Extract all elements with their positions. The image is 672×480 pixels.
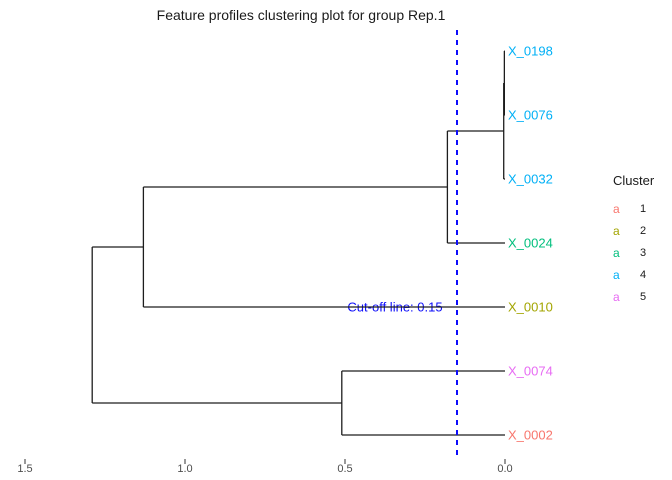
- axis-tick-label: 0.0: [497, 463, 513, 475]
- legend-title: Cluster: [613, 173, 655, 188]
- legend-item-label: 1: [640, 203, 647, 215]
- axis-tick-label: 1.5: [17, 463, 33, 475]
- legend-item-label: 4: [640, 269, 647, 281]
- leaf-label-X_0024: X_0024: [508, 235, 553, 251]
- legend-key-glyph: a: [613, 268, 620, 282]
- legend-item-label: 2: [640, 225, 647, 237]
- plot-title: Feature profiles clustering plot for gro…: [156, 7, 446, 23]
- legend-item-label: 3: [640, 247, 647, 259]
- legend-key-glyph: a: [613, 290, 620, 304]
- legend-key-glyph: a: [613, 202, 620, 216]
- leaf-label-X_0074: X_0074: [508, 363, 553, 379]
- axis-tick-label: 0.5: [337, 463, 353, 475]
- axis-tick-label: 1.0: [177, 463, 193, 475]
- legend-key-glyph: a: [613, 246, 620, 260]
- leaf-label-X_0032: X_0032: [508, 171, 553, 187]
- leaf-label-X_0002: X_0002: [508, 427, 553, 443]
- legend-item-label: 5: [640, 291, 647, 303]
- leaf-label-X_0010: X_0010: [508, 299, 553, 315]
- leaf-label-X_0076: X_0076: [508, 107, 553, 123]
- legend-key-glyph: a: [613, 224, 620, 238]
- leaf-label-X_0198: X_0198: [508, 43, 553, 59]
